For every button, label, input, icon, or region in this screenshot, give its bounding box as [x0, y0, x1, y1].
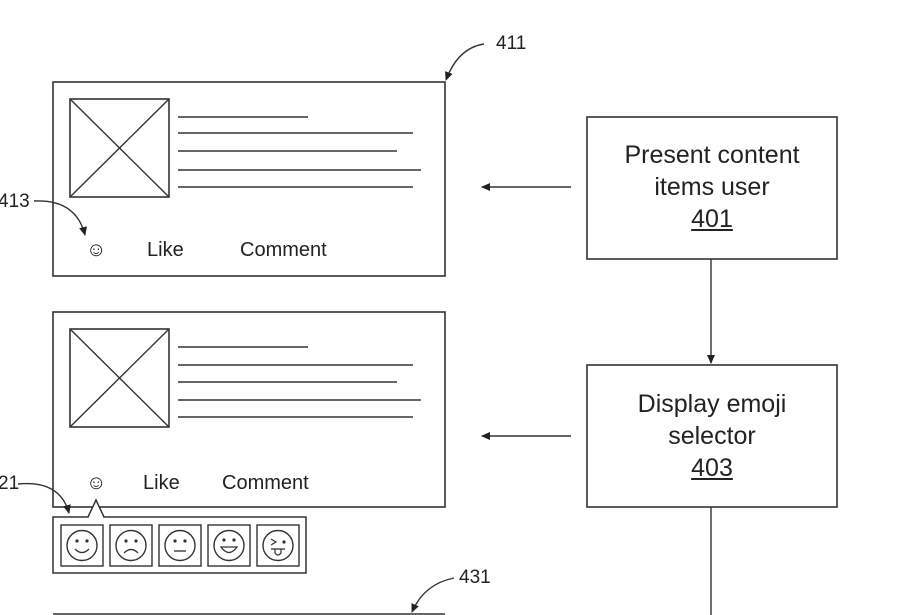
step-401-line-1: Present content: [624, 141, 800, 169]
content-item-card-1: [52, 81, 446, 277]
step-401-text: Present content items user 401: [587, 139, 837, 235]
leader-431: [411, 577, 455, 613]
leader-411: [445, 43, 485, 81]
ref-label-413: 413: [0, 191, 30, 212]
emoji-button-1[interactable]: ☺: [86, 239, 107, 261]
like-button-2[interactable]: Like: [143, 472, 180, 494]
like-button-1[interactable]: Like: [147, 239, 184, 261]
step-403-line-2: selector: [668, 422, 756, 450]
step-401-line-2: items user: [654, 173, 770, 201]
comment-button-1[interactable]: Comment: [240, 239, 327, 261]
step-box-401: [586, 116, 838, 260]
comment-button-2[interactable]: Comment: [222, 472, 309, 494]
ref-label-421: 21: [0, 473, 20, 494]
emoji-option-smile[interactable]: [60, 524, 104, 567]
leader-413: [33, 200, 87, 236]
step-403-line-1: Display emoji: [637, 390, 787, 418]
emoji-option-frown[interactable]: [109, 524, 153, 567]
emoji-option-grin[interactable]: [207, 524, 251, 567]
image-placeholder-2: [69, 328, 170, 428]
ref-label-431: 431: [459, 567, 491, 588]
step-401-ref: 401: [691, 205, 733, 233]
step-box-403: [586, 364, 838, 508]
text-lines-2: [178, 346, 421, 418]
ref-label-411: 411: [496, 33, 527, 54]
emoji-selector-popup: [52, 498, 307, 574]
emoji-button-2[interactable]: ☺: [86, 472, 107, 494]
step-403-ref: 403: [691, 454, 733, 482]
emoji-option-neutral[interactable]: [158, 524, 202, 567]
image-placeholder-1: [69, 98, 170, 198]
content-item-card-2: [52, 311, 446, 508]
emoji-option-tongue[interactable]: [256, 524, 300, 567]
step-403-text: Display emoji selector 403: [587, 388, 837, 484]
leader-421: [17, 482, 71, 514]
text-lines-1: [178, 116, 421, 188]
